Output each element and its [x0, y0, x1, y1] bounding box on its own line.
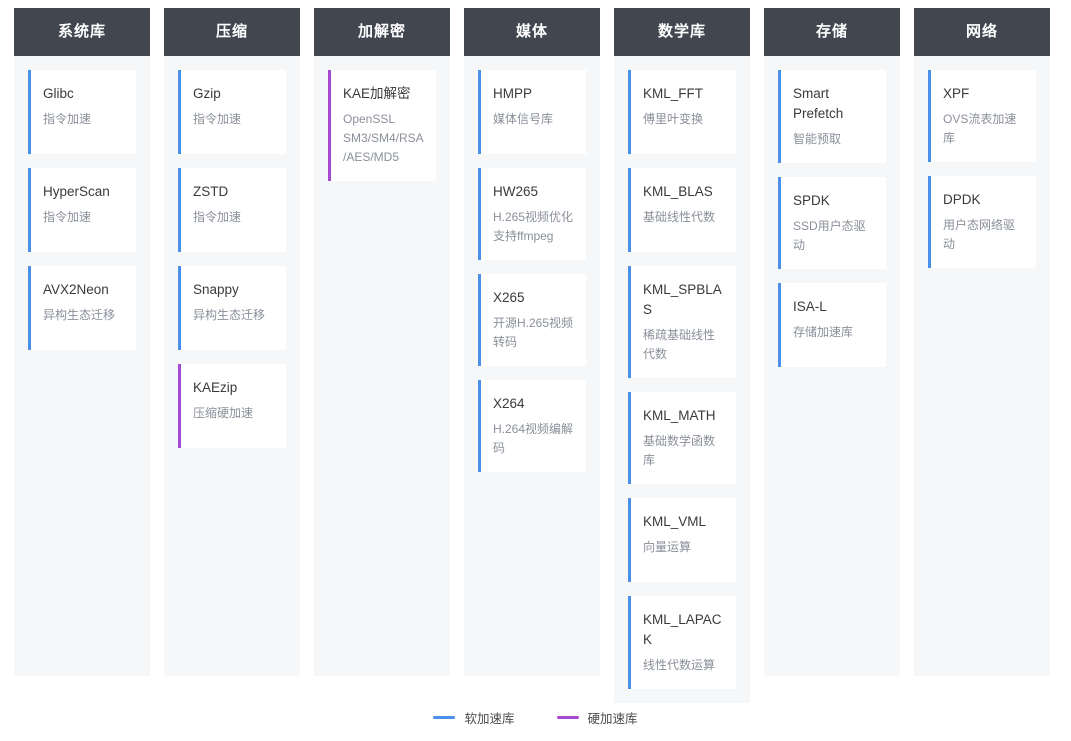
library-card-title: KML_SPBLAS [643, 282, 722, 317]
legend-item: 硬加速库 [556, 708, 638, 727]
library-card-description: 基础线性代数 [643, 210, 716, 224]
library-card-title: KML_BLAS [643, 184, 713, 199]
library-card[interactable]: KML_BLAS 基础线性代数 [628, 168, 736, 252]
category-column: 压缩 Gzip 指令加速 ZSTD 指令加速 Snappy 异构生态迁移 KAEzip 压缩硬加… [164, 8, 300, 676]
legend-item: 软加速库 [433, 708, 515, 727]
library-card-title: Snappy [193, 282, 239, 297]
library-card-description: 线性代数运算 [643, 658, 716, 672]
category-column: 加解密 KAE加解密 OpenSSL SM3/SM4/RSA/AES/MD5 [314, 8, 450, 676]
column-body: XPF OVS流表加速库 DPDK 用户态网络驱动 [914, 56, 1050, 676]
library-card-description: 智能预取 [793, 132, 842, 146]
library-card-title: KML_FFT [643, 86, 704, 101]
library-card[interactable]: ISA-L 存储加速库 [778, 283, 886, 367]
library-card-title: KML_MATH [643, 408, 716, 423]
library-card-title: ZSTD [193, 184, 229, 199]
library-card-title: KML_LAPACK [643, 612, 722, 647]
library-card-title: ISA-L [793, 299, 827, 314]
library-card[interactable]: KML_VML 向量运算 [628, 498, 736, 582]
category-column: 数学库 KML_FFT 傅里叶变换 KML_BLAS 基础线性代数 KML_SPBLAS 稀… [614, 8, 750, 703]
library-card-description: SSD用户态驱动 [793, 219, 866, 252]
library-card[interactable]: Glibc 指令加速 [28, 70, 136, 154]
column-header: 加解密 [314, 8, 450, 56]
legend: 软加速库 硬加速库 [0, 708, 1071, 727]
category-column: 系统库 Glibc 指令加速 HyperScan 指令加速 AVX2Neon 异构生态迁移 [14, 8, 150, 676]
library-card-description: 向量运算 [643, 540, 692, 554]
library-card-description: 稀疏基础线性代数 [643, 328, 716, 361]
library-card-title: KML_VML [643, 514, 707, 529]
library-card-title: HMPP [493, 86, 533, 101]
category-column: 存储 Smart Prefetch 智能预取 SPDK SSD用户态驱动 ISA-L 存储加… [764, 8, 900, 676]
library-card-description: 用户态网络驱动 [943, 218, 1016, 251]
column-header: 网络 [914, 8, 1050, 56]
library-card-description: 指令加速 [43, 210, 92, 224]
library-card-description: OVS流表加速库 [943, 112, 1017, 145]
library-card-title: KAE加解密 [343, 86, 411, 101]
column-body: Gzip 指令加速 ZSTD 指令加速 Snappy 异构生态迁移 KAEzip 压缩硬加速 [164, 56, 300, 676]
library-card-title: KAEzip [193, 380, 238, 395]
category-column: 网络 XPF OVS流表加速库 DPDK 用户态网络驱动 [914, 8, 1050, 676]
legend-line-icon [556, 716, 579, 719]
library-card[interactable]: HyperScan 指令加速 [28, 168, 136, 252]
library-card[interactable]: KML_FFT 傅里叶变换 [628, 70, 736, 154]
library-card[interactable]: XPF OVS流表加速库 [928, 70, 1036, 162]
column-body: Smart Prefetch 智能预取 SPDK SSD用户态驱动 ISA-L 存储加速库 [764, 56, 900, 676]
column-body: Glibc 指令加速 HyperScan 指令加速 AVX2Neon 异构生态迁移 [14, 56, 150, 676]
library-card-description: H.264视频编解码 [493, 422, 574, 455]
library-card-description: 压缩硬加速 [193, 406, 254, 420]
library-card-description: 指令加速 [43, 112, 92, 126]
library-card-title: AVX2Neon [43, 282, 109, 297]
column-header: 存储 [764, 8, 900, 56]
library-card[interactable]: KML_LAPACK 线性代数运算 [628, 596, 736, 689]
library-card-description: OpenSSL SM3/SM4/RSA/AES/MD5 [343, 112, 424, 164]
library-card[interactable]: DPDK 用户态网络驱动 [928, 176, 1036, 268]
library-card-description: H.265视频优化支持ffmpeg [493, 210, 574, 243]
library-card-title: Gzip [193, 86, 221, 101]
library-card-title: DPDK [943, 192, 981, 207]
library-card-description: 异构生态迁移 [193, 308, 266, 322]
library-card-description: 指令加速 [193, 112, 242, 126]
library-card-description: 存储加速库 [793, 325, 854, 339]
library-card-description: 指令加速 [193, 210, 242, 224]
library-card-title: SPDK [793, 193, 830, 208]
library-card-title: Glibc [43, 86, 74, 101]
column-header: 媒体 [464, 8, 600, 56]
library-card-title: HW265 [493, 184, 539, 199]
library-card[interactable]: Snappy 异构生态迁移 [178, 266, 286, 350]
column-body: KAE加解密 OpenSSL SM3/SM4/RSA/AES/MD5 [314, 56, 450, 676]
library-card[interactable]: ZSTD 指令加速 [178, 168, 286, 252]
library-card[interactable]: HMPP 媒体信号库 [478, 70, 586, 154]
column-header: 系统库 [14, 8, 150, 56]
legend-line-icon [433, 716, 456, 719]
library-card-description: 基础数学函数库 [643, 434, 716, 467]
library-card-title: HyperScan [43, 184, 110, 199]
library-card-description: 傅里叶变换 [643, 112, 704, 126]
library-card-title: XPF [943, 86, 970, 101]
library-card[interactable]: Smart Prefetch 智能预取 [778, 70, 886, 163]
library-card-description: 媒体信号库 [493, 112, 554, 126]
library-card[interactable]: KAE加解密 OpenSSL SM3/SM4/RSA/AES/MD5 [328, 70, 436, 181]
legend-label: 硬加速库 [587, 712, 638, 726]
column-header: 数学库 [614, 8, 750, 56]
column-body: KML_FFT 傅里叶变换 KML_BLAS 基础线性代数 KML_SPBLAS 稀疏基础… [614, 56, 750, 703]
library-card[interactable]: X265 开源H.265视频转码 [478, 274, 586, 366]
library-card[interactable]: KAEzip 压缩硬加速 [178, 364, 286, 448]
legend-label: 软加速库 [464, 712, 515, 726]
library-card[interactable]: Gzip 指令加速 [178, 70, 286, 154]
library-card[interactable]: SPDK SSD用户态驱动 [778, 177, 886, 269]
library-card[interactable]: KML_MATH 基础数学函数库 [628, 392, 736, 484]
library-card-title: Smart Prefetch [793, 86, 844, 121]
library-card-description: 异构生态迁移 [43, 308, 116, 322]
library-card-title: X265 [493, 290, 525, 305]
column-header: 压缩 [164, 8, 300, 56]
library-card[interactable]: KML_SPBLAS 稀疏基础线性代数 [628, 266, 736, 378]
library-card-title: X264 [493, 396, 525, 411]
library-card[interactable]: AVX2Neon 异构生态迁移 [28, 266, 136, 350]
library-card-description: 开源H.265视频转码 [493, 316, 574, 349]
